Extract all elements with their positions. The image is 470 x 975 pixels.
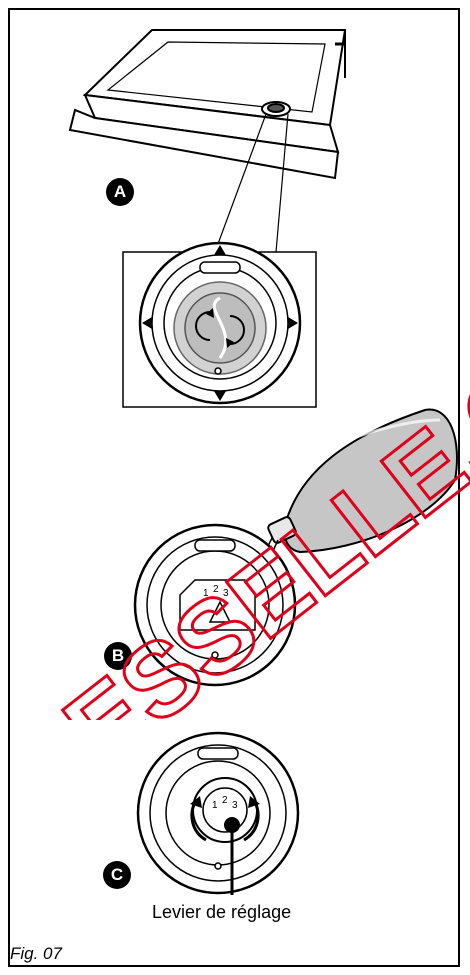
dial-number-3-b: 3 — [223, 588, 229, 599]
step-label-b: B — [104, 642, 132, 670]
dispenser-cap-c — [136, 731, 300, 895]
dispenser-cap-a — [138, 241, 302, 405]
dispenser-cap-b — [133, 523, 297, 687]
dial-number-2-c: 2 — [222, 795, 228, 806]
dial-number-1-b: 1 — [203, 588, 209, 599]
step-label-a: A — [106, 178, 134, 206]
step-label-c: C — [103, 861, 131, 889]
figure-frame — [8, 8, 460, 967]
dial-number-3-c: 3 — [232, 800, 238, 811]
dishwasher-door — [68, 29, 347, 180]
rinse-aid-bottle — [259, 408, 458, 606]
lever-caption: Levier de réglage — [152, 902, 292, 922]
figure-label: Fig. 07 — [10, 944, 62, 963]
dial-number-1-c: 1 — [212, 800, 218, 811]
dial-number-2-b: 2 — [213, 584, 219, 595]
